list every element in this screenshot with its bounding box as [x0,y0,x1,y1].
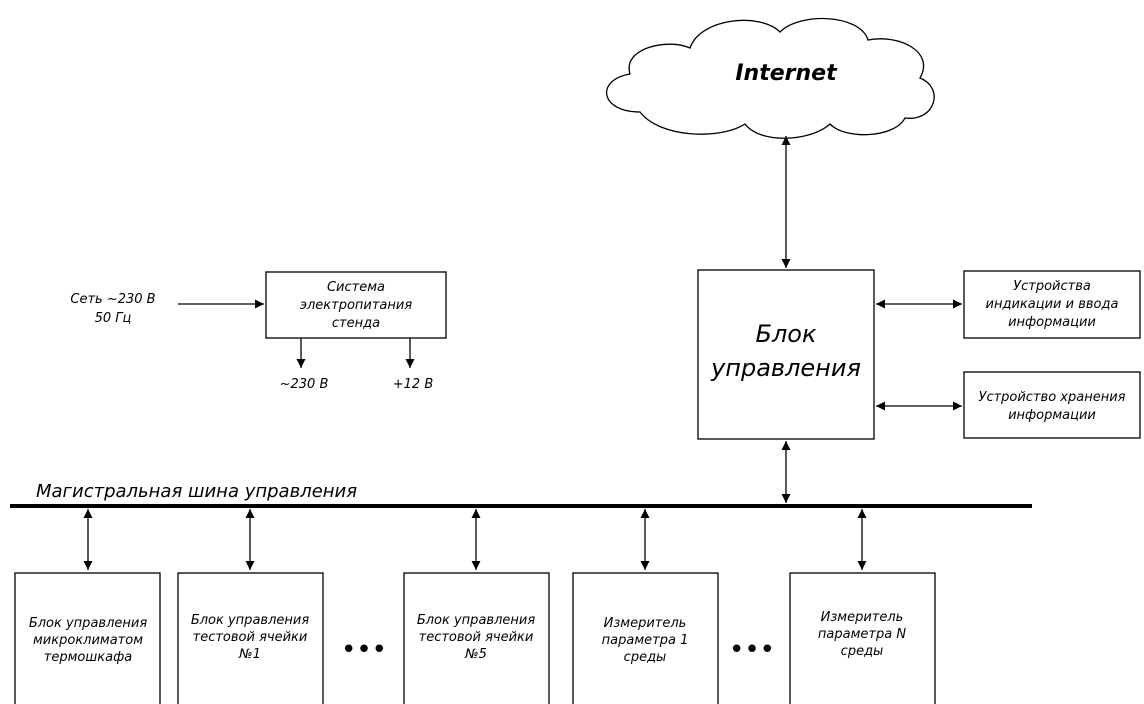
ellipsis-left: ••• [341,635,387,665]
control-unit-line1: Блок [756,320,817,348]
module-1-line1: Блок управления [29,616,147,631]
module-2-line1: Блок управления [191,613,309,628]
power-source-line1: Сеть ~230 В [70,292,155,307]
module-3-line3: №5 [464,647,487,662]
storage-device-line1: Устройство хранения [979,390,1126,405]
module-4-line1: Измеритель [604,616,687,631]
module-5-line2: параметра N [818,627,906,642]
control-unit-line2: управления [710,354,861,382]
ellipsis-right: ••• [729,635,775,665]
power-system-line3: стенда [332,316,380,331]
storage-device-block: Устройство хранения информации [963,371,1141,439]
module-climate-control-block: Блок управления микроклиматом термошкафа [14,572,161,704]
power-system-line2: электропитания [300,298,413,313]
module-2-line2: тестовой ячейки [193,630,308,645]
module-4-line3: среды [624,650,667,665]
module-test-cell-5-block: Блок управления тестовой ячейки №5 [403,572,550,704]
module-param-1-meter-block: Измеритель параметра 1 среды [572,572,719,704]
ac-output-label: ~230 В [280,377,329,392]
module-3-line2: тестовой ячейки [419,630,534,645]
dc-output-label: +12 В [393,377,434,392]
io-device-block: Устройства индикации и ввода информации [963,270,1141,339]
io-device-line2: индикации и ввода [986,297,1119,312]
module-param-n-meter-block: Измеритель параметра N среды [789,572,936,704]
io-device-line1: Устройства [1013,279,1091,294]
module-1-line3: термошкафа [44,650,132,665]
io-device-line3: информации [1008,315,1096,330]
storage-device-line2: информации [1008,408,1096,423]
internet-cloud: Internet [605,17,935,139]
power-system-line1: Система [327,280,385,295]
power-source-line2: 50 Гц [95,311,132,326]
bus-label: Магистральная шина управления [36,481,357,502]
control-unit-block: Блок управления [697,269,875,440]
module-test-cell-1-block: Блок управления тестовой ячейки №1 [177,572,324,704]
module-3-line1: Блок управления [417,613,535,628]
module-2-line3: №1 [238,647,261,662]
module-4-line2: параметра 1 [602,633,689,648]
power-system-block: Система электропитания стенда [265,271,447,339]
module-5-line1: Измеритель [821,610,904,625]
module-1-line2: микроклиматом [33,633,143,648]
internet-label: Internet [735,61,838,86]
module-5-line3: среды [841,644,884,659]
